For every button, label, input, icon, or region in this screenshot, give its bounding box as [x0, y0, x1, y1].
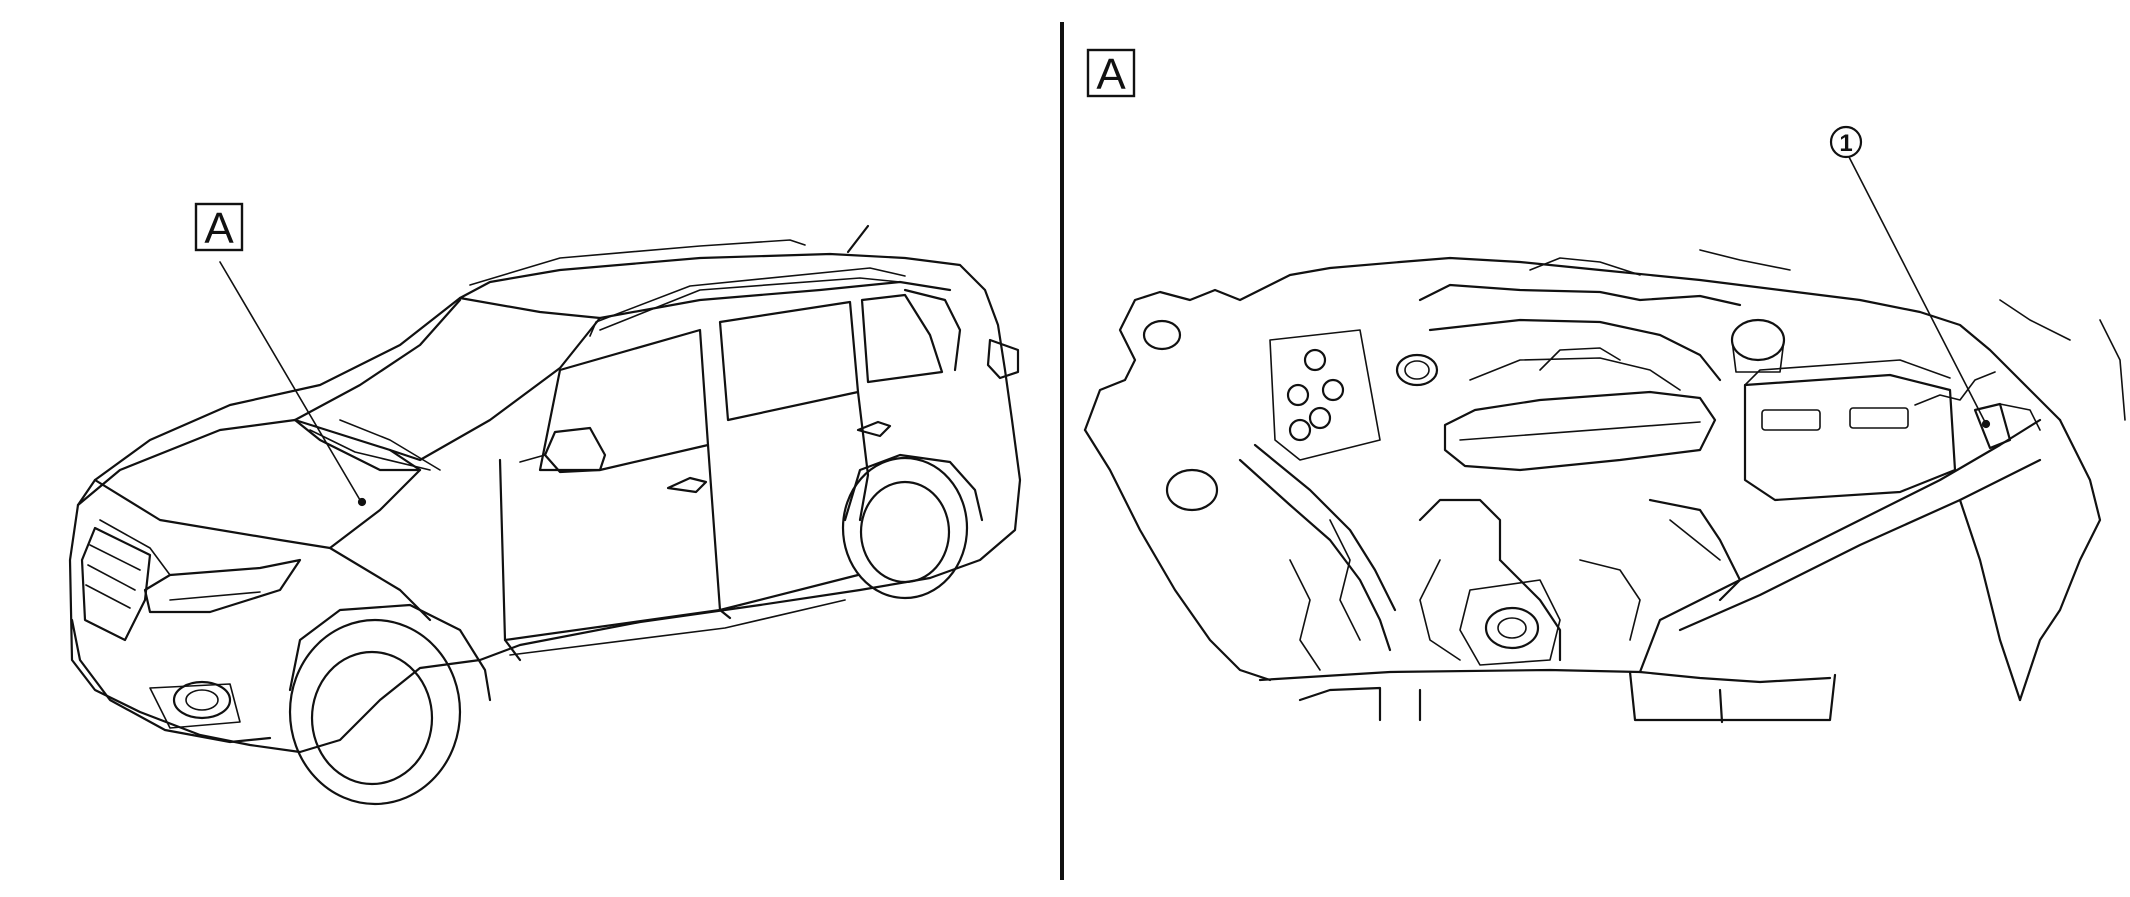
view-a-label-right: A — [1096, 50, 1126, 99]
callout-1-circle — [1829, 125, 1863, 159]
engine-bay-drawing — [1083, 154, 2126, 724]
vehicle-drawing — [68, 224, 1022, 806]
view-a-box-left — [194, 202, 244, 252]
callout-1-number: 1 — [1839, 130, 1852, 157]
view-a-label-left: A — [204, 204, 234, 253]
view-a-box-right — [1086, 48, 1136, 98]
